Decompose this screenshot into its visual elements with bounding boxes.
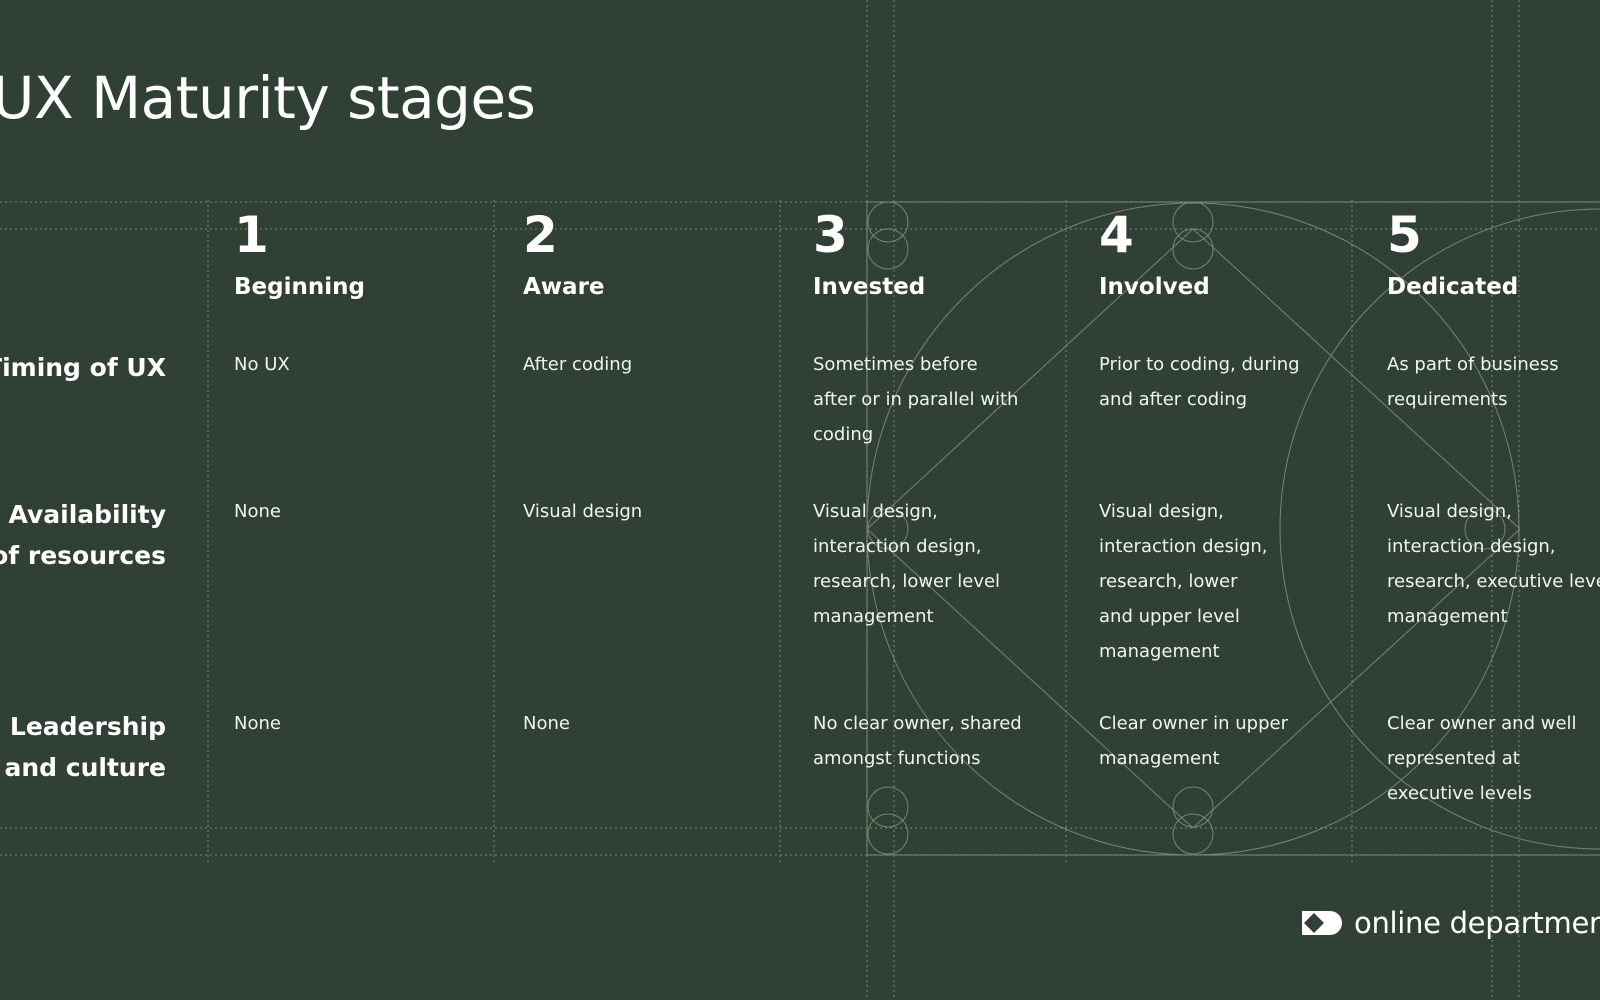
row-label-line: Availability: [8, 500, 166, 529]
row-label-line: of resources: [0, 541, 166, 570]
stage-name: Dedicated: [1387, 274, 1519, 300]
cell-line: No clear owner, shared: [813, 713, 1022, 734]
cell-line: represented at: [1387, 748, 1520, 769]
cell-line: management: [1099, 641, 1220, 662]
cell-line: Visual design,: [1387, 501, 1512, 522]
cell-line: interaction design,: [1099, 536, 1268, 557]
logo-text: online departmen: [1354, 906, 1600, 940]
cell-line: management: [813, 606, 934, 627]
stage-number: 5: [1387, 206, 1422, 264]
cell-line: Visual design,: [813, 501, 938, 522]
cell-line: and after coding: [1099, 389, 1248, 410]
cell-timing-2: After coding: [523, 347, 632, 382]
cell-line: amongst functions: [813, 748, 981, 769]
cell-line: research, executive level: [1387, 571, 1600, 592]
cell-leadership-2: None: [523, 706, 570, 741]
cell-line: None: [234, 501, 281, 522]
cell-resources-5: Visual design, interaction design, resea…: [1387, 494, 1600, 634]
stage-header-1: 1 Beginning: [234, 204, 365, 300]
row-label-timing: Timing of UX: [0, 347, 166, 388]
stage-number: 1: [234, 206, 269, 264]
stage-number: 4: [1099, 206, 1134, 264]
cell-line: interaction design,: [813, 536, 982, 557]
cell-leadership-1: None: [234, 706, 281, 741]
cell-line: and upper level: [1099, 606, 1240, 627]
stage-number: 2: [523, 206, 558, 264]
stage-name: Invested: [813, 274, 926, 300]
cell-line: research, lower level: [813, 571, 1001, 592]
cell-line: after or in parallel with: [813, 389, 1019, 410]
cell-line: Clear owner and well: [1387, 713, 1577, 734]
stage-header-5: 5 Dedicated: [1387, 204, 1518, 300]
cell-resources-1: None: [234, 494, 281, 529]
cell-resources-3: Visual design, interaction design, resea…: [813, 494, 1000, 634]
stage-header-2: 2 Aware: [523, 204, 605, 300]
cell-line: After coding: [523, 354, 633, 375]
stage-number: 3: [813, 206, 848, 264]
cell-leadership-5: Clear owner and well represented at exec…: [1387, 706, 1577, 811]
cell-resources-4: Visual design, interaction design, resea…: [1099, 494, 1268, 669]
cell-line: None: [523, 713, 570, 734]
cell-line: Sometimes before: [813, 354, 978, 375]
row-label-line: Timing of UX: [0, 353, 166, 382]
cell-leadership-3: No clear owner, shared amongst functions: [813, 706, 1022, 776]
stage-name: Involved: [1099, 274, 1210, 300]
stage-name: Aware: [523, 274, 605, 300]
cell-line: management: [1387, 606, 1508, 627]
row-label-line: Leadership: [9, 712, 166, 741]
row-label-leadership: Leadership and culture: [5, 706, 167, 788]
cell-line: Prior to coding, during: [1099, 354, 1300, 375]
cell-timing-4: Prior to coding, during and after coding: [1099, 347, 1300, 417]
cell-line: management: [1099, 748, 1220, 769]
cell-line: research, lower: [1099, 571, 1238, 592]
cell-line: As part of business: [1387, 354, 1559, 375]
brand-logo: online departmen: [1300, 906, 1600, 940]
logo-icon: [1302, 911, 1342, 935]
cell-line: requirements: [1387, 389, 1508, 410]
cell-resources-2: Visual design: [523, 494, 642, 529]
cell-timing-1: No UX: [234, 347, 290, 382]
cell-line: Clear owner in upper: [1099, 713, 1288, 734]
cell-line: interaction design,: [1387, 536, 1556, 557]
stage-header-3: 3 Invested: [813, 204, 925, 300]
cell-timing-5: As part of business requirements: [1387, 347, 1559, 417]
row-label-resources: Availability of resources: [0, 494, 166, 576]
cell-line: executive levels: [1387, 783, 1532, 804]
row-label-line: and culture: [4, 753, 167, 782]
cell-line: None: [234, 713, 281, 734]
cell-line: Visual design: [523, 501, 643, 522]
cell-line: Visual design,: [1099, 501, 1224, 522]
page-title: UX Maturity stages: [0, 64, 536, 132]
stage-name: Beginning: [234, 274, 365, 300]
cell-line: No UX: [234, 354, 290, 375]
cell-line: coding: [813, 424, 874, 445]
cell-leadership-4: Clear owner in upper management: [1099, 706, 1288, 776]
stage-header-4: 4 Involved: [1099, 204, 1210, 300]
cell-timing-3: Sometimes before after or in parallel wi…: [813, 347, 1018, 452]
